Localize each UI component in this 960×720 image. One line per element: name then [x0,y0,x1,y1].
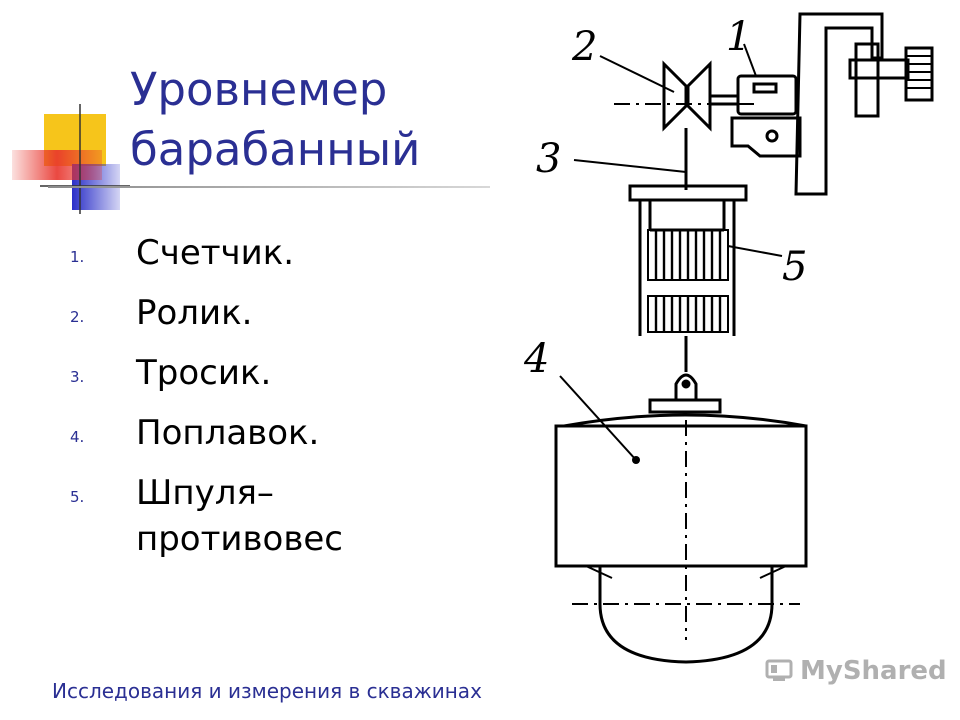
decorative-squares [12,104,130,214]
footer-text: Исследования и измерения в скважинах [52,679,482,703]
list-number: 2. [70,308,85,326]
watermark-text: MyShared [800,656,947,686]
label-4: 4 [523,336,549,382]
watermark: MyShared [764,656,947,686]
list-text: Шпуля– противовес [136,473,344,559]
list-number: 4. [70,428,85,446]
list-text: Ролик. [136,293,253,333]
slide-title: Уровнемер барабанный [130,60,420,180]
label-1: 1 [726,14,751,60]
title-line-2: барабанный [130,123,421,176]
label-5: 5 [782,244,807,290]
label-2: 2 [571,24,597,70]
list-text: Тросик. [136,353,272,393]
red-square [12,150,102,180]
title-line-1: Уровнемер [130,63,388,116]
list-number: 1. [70,248,85,266]
title-divider [48,186,490,188]
list-number: 5. [70,488,85,506]
list-text: Поплавок. [136,413,320,453]
bracket [794,12,884,196]
list-number: 3. [70,368,85,386]
label-3: 3 [536,136,561,182]
level-gauge-drawing: 2 1 3 5 4 [523,12,934,664]
watermark-logo-icon [765,659,793,681]
list-text: Счетчик. [136,233,295,273]
